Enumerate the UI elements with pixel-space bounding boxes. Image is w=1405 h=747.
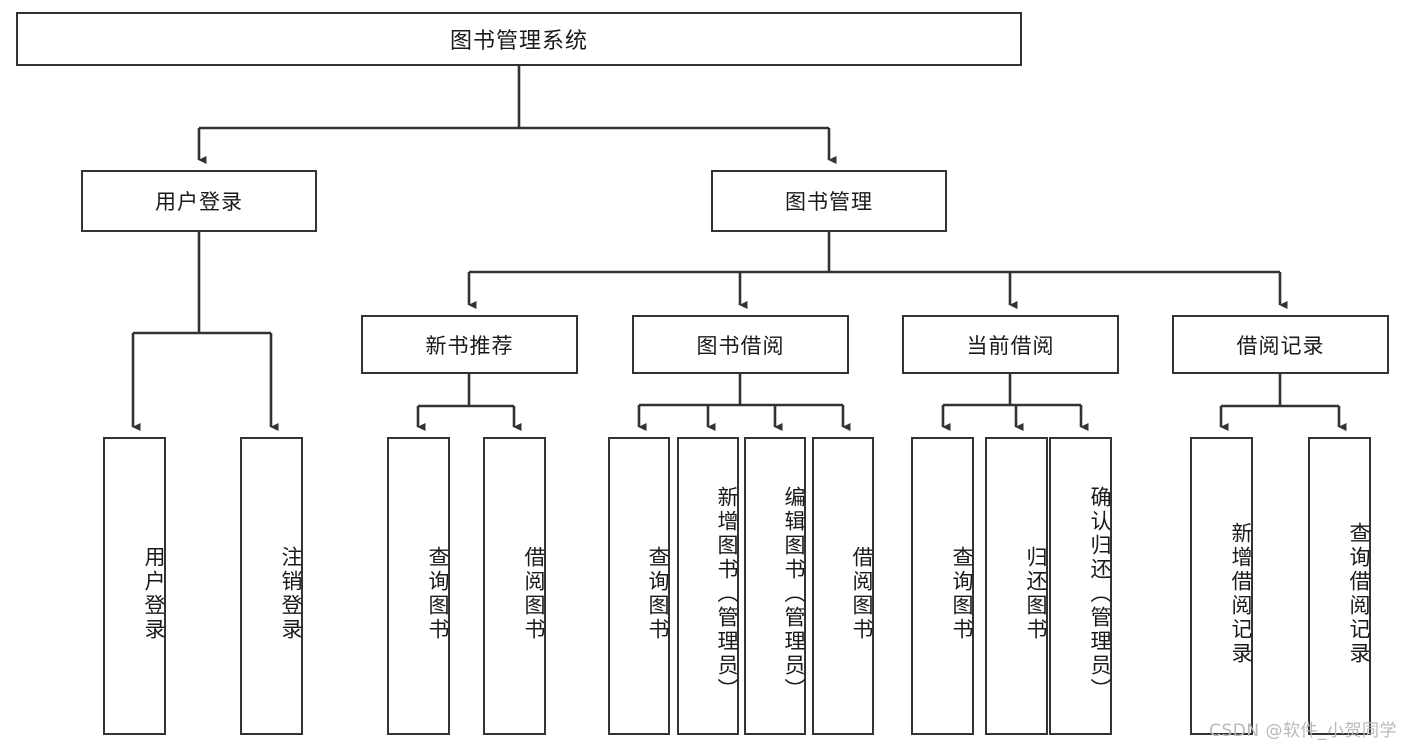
- node-label: 编辑图书（管理员）: [782, 486, 806, 702]
- leaf-borrow-book[interactable]: 借阅图书: [812, 437, 874, 735]
- leaf-user-logout[interactable]: 注销登录: [240, 437, 303, 735]
- leaf-query-book-borrow[interactable]: 查询图书: [608, 437, 670, 735]
- node-label: 借阅图书: [850, 546, 874, 642]
- leaf-user-login[interactable]: 用户登录: [103, 437, 166, 735]
- node-book-management[interactable]: 图书管理: [711, 170, 947, 232]
- node-label: 查询图书: [950, 546, 974, 642]
- watermark-text: CSDN @软件_小贺同学: [1209, 721, 1397, 741]
- node-borrow-records[interactable]: 借阅记录: [1172, 315, 1389, 374]
- node-label: 用户登录: [155, 190, 243, 214]
- leaf-borrow-book-recommend[interactable]: 借阅图书: [483, 437, 546, 735]
- node-label: 归还图书: [1024, 546, 1048, 642]
- node-label: 用户登录: [142, 546, 166, 642]
- node-label: 借阅记录: [1236, 333, 1325, 358]
- leaf-edit-book-admin[interactable]: 编辑图书（管理员）: [744, 437, 806, 735]
- node-label: 当前借阅: [966, 333, 1055, 358]
- node-label: 图书借阅: [696, 333, 785, 358]
- node-label: 注销登录: [279, 546, 303, 642]
- leaf-confirm-return-admin[interactable]: 确认归还（管理员）: [1049, 437, 1112, 735]
- node-label: 查询图书: [426, 546, 450, 642]
- node-user-login[interactable]: 用户登录: [81, 170, 317, 232]
- node-current-borrow[interactable]: 当前借阅: [902, 315, 1119, 374]
- node-label: 图书管理系统: [449, 29, 588, 54]
- leaf-return-book[interactable]: 归还图书: [985, 437, 1048, 735]
- node-new-book-recommend[interactable]: 新书推荐: [361, 315, 578, 374]
- node-root-system[interactable]: 图书管理系统: [16, 12, 1022, 66]
- node-label: 新书推荐: [425, 333, 514, 358]
- leaf-query-book-recommend[interactable]: 查询图书: [387, 437, 450, 735]
- node-label: 新增借阅记录: [1229, 522, 1253, 666]
- node-label: 借阅图书: [522, 546, 546, 642]
- node-label: 查询图书: [646, 546, 670, 642]
- node-label: 新增图书（管理员）: [715, 486, 739, 702]
- leaf-query-borrow-record[interactable]: 查询借阅记录: [1308, 437, 1371, 735]
- leaf-add-borrow-record[interactable]: 新增借阅记录: [1190, 437, 1253, 735]
- node-label: 图书管理: [785, 190, 873, 214]
- leaf-add-book-admin[interactable]: 新增图书（管理员）: [677, 437, 739, 735]
- node-label: 确认归还（管理员）: [1088, 486, 1112, 702]
- node-book-borrow[interactable]: 图书借阅: [632, 315, 849, 374]
- leaf-query-book-current[interactable]: 查询图书: [911, 437, 974, 735]
- node-label: 查询借阅记录: [1347, 522, 1371, 666]
